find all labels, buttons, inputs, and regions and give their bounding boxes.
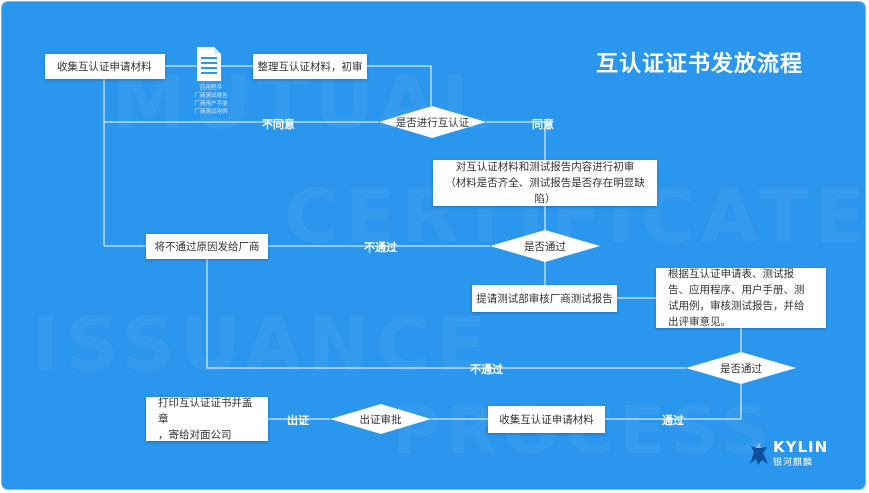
document-contents: 应用程序 厂商测试报告 厂商用户手册 厂商测试用例 [186,84,236,116]
node-test-audit: 根据互认证申请表、测试报告、应用程序、用户手册、测试用例，审核测试报告，并给出评… [656,268,826,328]
test-audit-text: 根据互认证申请表、测试报告、应用程序、用户手册、测试用例，审核测试报告，并给出评… [668,268,805,328]
kylin-mascot-icon [750,442,768,465]
print-cert-line: ，寄给对面公司 [158,429,232,441]
node-organize-review: 整理互认证材料，初审 [253,54,367,79]
document-icon [197,47,221,81]
print-cert-line: 打印互认证证书并盖章 [158,397,253,425]
edge-label-fail-2: 不通过 [470,363,503,376]
logo-cn: 银河麒麟 [773,458,814,468]
decision-mutual-label: 是否进行互认证 [395,116,470,129]
edge-label-pass: 通过 [662,414,684,427]
edge-label-agree: 同意 [532,118,554,131]
decision-pass1-label: 是否通过 [524,240,566,253]
decision-approve-label: 出证审批 [359,413,402,426]
kylin-logo: KYLIN 银河麒麟 [747,438,851,468]
initial-review-line: （材料是否齐全、测试报告是否存在明显缺陷） [445,177,645,205]
doc-line: 厂商测试报告 [194,93,228,99]
doc-line: 厂商测试用例 [194,109,228,115]
edge-label-fail-1: 不通过 [364,241,397,254]
edge-label-issue: 出证 [287,414,309,427]
node-submit-test: 提请测试部审核厂商测试报告 [472,285,617,312]
node-collect-materials-2: 收集互认证申请材料 [488,406,605,433]
doc-line: 厂商用户手册 [194,101,228,107]
edge-label-disagree: 不同意 [262,118,295,131]
decision-pass2-label: 是否通过 [720,362,762,375]
node-send-reason: 将不通过原因发给厂商 [146,234,268,259]
doc-line: 应用程序 [199,85,222,91]
page-title: 互认证证书发放流程 [596,52,804,77]
initial-review-line: 对互认证材料和测试报告内容进行初审 [455,161,635,173]
node-initial-review: 对互认证材料和测试报告内容进行初审 （材料是否齐全、测试报告是否存在明显缺陷） [433,160,657,206]
node-collect-materials: 收集互认证申请材料 [45,54,165,79]
node-print-cert: 打印互认证证书并盖章 ，寄给对面公司 [146,397,268,441]
logo-brand: KYLIN [773,438,829,456]
watermark-issuance: ISSUANCE [32,302,493,388]
decision-diamonds [330,106,796,434]
